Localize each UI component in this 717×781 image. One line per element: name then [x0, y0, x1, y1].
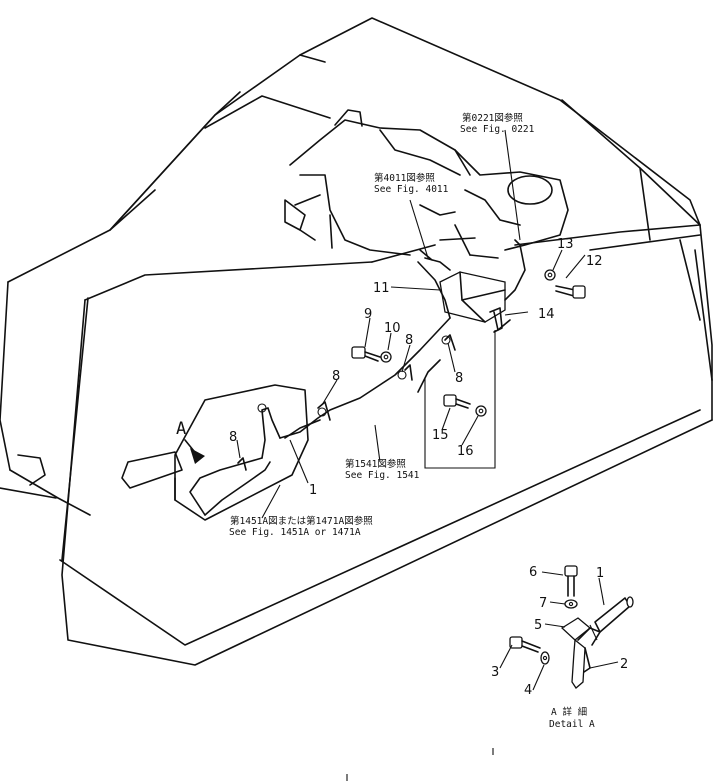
- detail-a-jp: A 詳 細: [551, 706, 587, 718]
- ref-1451-en: See Fig. 1451A or 1471A: [229, 527, 361, 538]
- clips: [237, 334, 456, 471]
- callout-6: 6: [529, 565, 537, 580]
- side-panel: [121, 384, 309, 521]
- callout-13: 13: [557, 237, 574, 252]
- ref-1451-jp: 第1451A図または第1471A図参照: [230, 515, 373, 527]
- ref-0221-jp: 第0221図参照: [462, 112, 523, 124]
- washer-13: [544, 269, 556, 281]
- callout-8-b: 8: [332, 369, 340, 384]
- callout-16: 16: [457, 444, 474, 459]
- callout-4: 4: [524, 683, 532, 698]
- callout-2: 2: [620, 657, 628, 672]
- washer-16: [475, 405, 487, 417]
- callout-12: 12: [586, 254, 603, 269]
- detail-a-drawing: [499, 565, 634, 691]
- callout-3: 3: [491, 665, 499, 680]
- callout-8-d: 8: [455, 371, 463, 386]
- relay-box: [419, 249, 506, 323]
- callout-15: 15: [432, 428, 449, 443]
- detail-a-en: Detail A: [549, 719, 595, 730]
- callout-11: 11: [373, 281, 390, 296]
- ref-4011-jp: 第4011図参照: [374, 172, 435, 184]
- callout-1-detail: 1: [596, 566, 604, 581]
- machine-body-outline: [0, 17, 713, 666]
- callout-5: 5: [534, 618, 542, 633]
- reference-leaders: [261, 129, 521, 519]
- callout-leaders: [236, 249, 586, 484]
- bolt-15: [443, 394, 471, 409]
- bolt-12: [555, 285, 586, 299]
- ref-4011-en: See Fig. 4011: [374, 184, 449, 195]
- callout-14: 14: [538, 307, 555, 322]
- ref-0221-en: See Fig. 0221: [460, 124, 535, 135]
- engine-assembly: [284, 109, 569, 259]
- bolt-9: [351, 346, 381, 362]
- callout-1: 1: [309, 483, 317, 498]
- ref-1541-jp: 第1541図参照: [345, 458, 406, 470]
- washer-10: [380, 351, 392, 363]
- callout-8-c: 8: [405, 333, 413, 348]
- view-marker-a: A: [176, 419, 186, 439]
- ref-1541-en: See Fig. 1541: [345, 470, 420, 481]
- view-arrow: [184, 439, 205, 464]
- callout-8-a: 8: [229, 430, 237, 445]
- callout-7: 7: [539, 596, 547, 611]
- clamp-14: [489, 307, 503, 333]
- callout-10: 10: [384, 321, 401, 336]
- wiring-harness: [189, 239, 526, 516]
- callout-9: 9: [364, 307, 372, 322]
